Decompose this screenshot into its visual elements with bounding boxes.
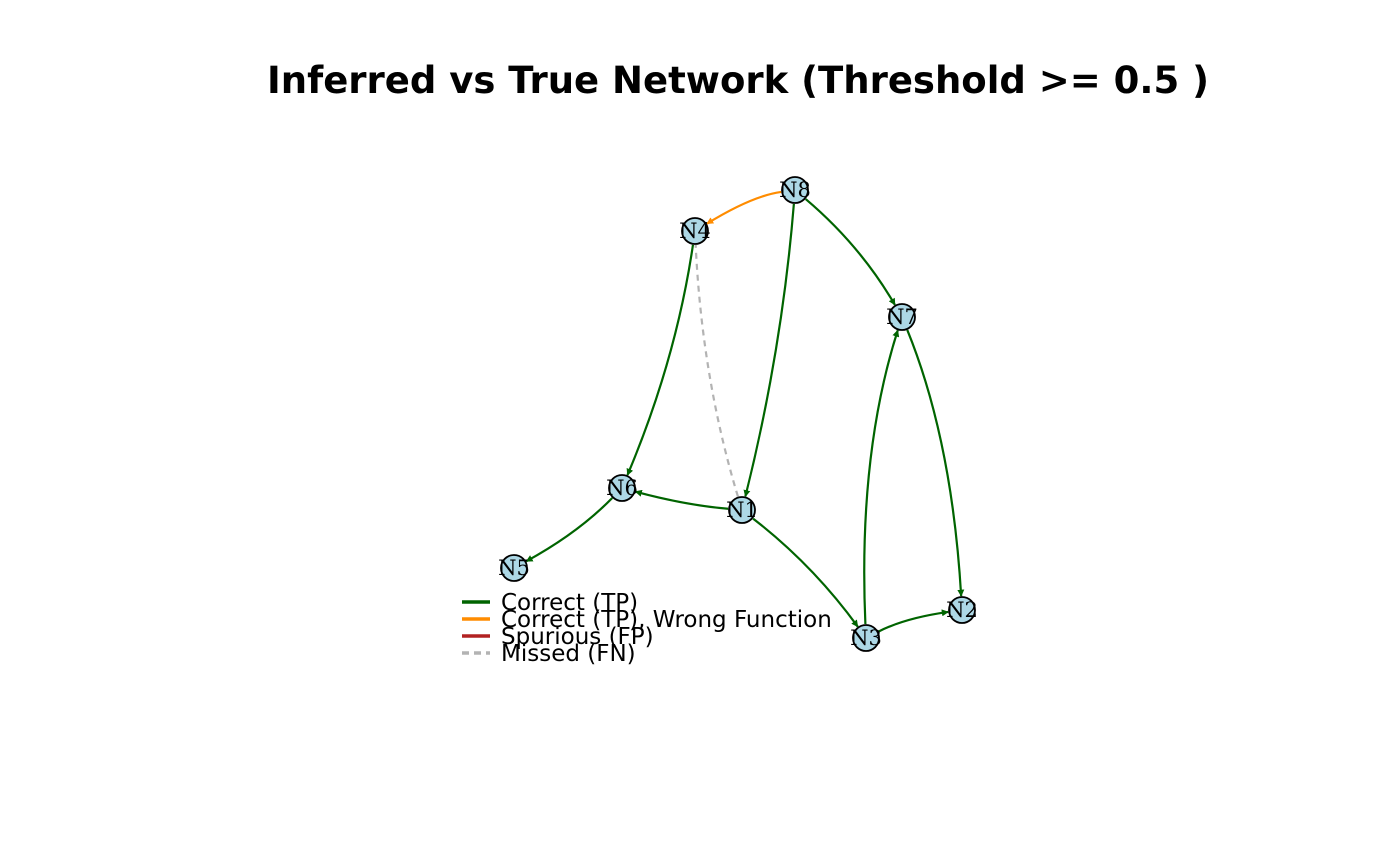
edge-n4-to-n6 <box>626 244 695 476</box>
node-circle <box>948 596 976 624</box>
node-label: N7 <box>886 305 918 329</box>
edge-n1-to-n6 <box>634 489 729 510</box>
node-label: N5 <box>498 556 530 580</box>
node-circle <box>608 474 636 502</box>
legend-label: Missed (FN) <box>501 641 636 667</box>
node-circle <box>888 303 916 331</box>
node-label: N2 <box>946 598 978 622</box>
edge-n8-to-n7 <box>804 198 896 306</box>
edge-n8-to-n4 <box>706 190 782 225</box>
legend-label: Spurious (FP) <box>501 624 654 650</box>
node-n7: N7 <box>886 303 918 331</box>
node-n1: N1 <box>726 496 758 524</box>
node-circle <box>728 496 756 524</box>
node-circle <box>852 624 880 652</box>
legend: Correct (TP)Correct (TP), Wrong Function… <box>462 590 832 667</box>
edge-n6-to-n5 <box>525 497 613 563</box>
legend-item-missed: Missed (FN) <box>462 641 636 667</box>
diagram-title: Inferred vs True Network (Threshold >= 0… <box>267 59 1209 102</box>
node-n4: N4 <box>679 217 711 245</box>
legend-label: Correct (TP) <box>501 590 638 616</box>
legend-item-correct: Correct (TP) <box>462 590 638 616</box>
edge-n7-to-n2 <box>906 329 965 597</box>
edge-n1-to-n3 <box>752 517 859 628</box>
edge-n3-to-n7 <box>863 329 900 625</box>
legend-label: Correct (TP), Wrong Function <box>501 607 832 633</box>
node-n2: N2 <box>946 596 978 624</box>
node-label: N3 <box>850 626 882 650</box>
node-n6: N6 <box>606 474 638 502</box>
node-label: N6 <box>606 476 638 500</box>
node-n8: N8 <box>779 176 811 204</box>
node-label: N8 <box>779 178 811 202</box>
node-n5: N5 <box>498 554 530 582</box>
node-circle <box>500 554 528 582</box>
edges-layer <box>525 190 965 633</box>
edge-n8-to-n1 <box>743 203 795 498</box>
node-circle <box>781 176 809 204</box>
edge-n1-to-n4 <box>694 244 739 497</box>
edge-n3-to-n2 <box>877 609 949 633</box>
legend-item-spurious: Spurious (FP) <box>462 624 654 650</box>
node-label: N4 <box>679 219 711 243</box>
node-circle <box>681 217 709 245</box>
legend-item-wrong-function: Correct (TP), Wrong Function <box>462 607 832 633</box>
node-n3: N3 <box>850 624 882 652</box>
node-label: N1 <box>726 498 758 522</box>
